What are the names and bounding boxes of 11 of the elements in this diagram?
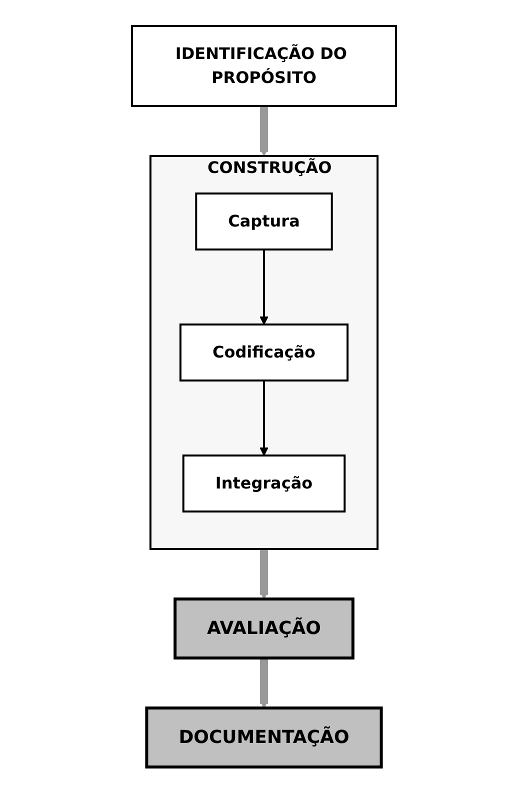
node-box: Captura <box>195 192 333 250</box>
arrow <box>260 249 268 324</box>
node-box: Integração <box>182 454 346 512</box>
node-box: AVALIAÇÃO <box>174 597 354 659</box>
node-box: DOCUMENTAÇÃO <box>145 706 383 768</box>
arrow <box>260 106 268 156</box>
arrow <box>260 380 268 456</box>
arrow <box>260 658 268 708</box>
arrow <box>260 548 268 599</box>
node-box: IDENTIFICAÇÃO DO PROPÓSITO <box>131 24 397 106</box>
node-box: Codificação <box>179 323 349 381</box>
